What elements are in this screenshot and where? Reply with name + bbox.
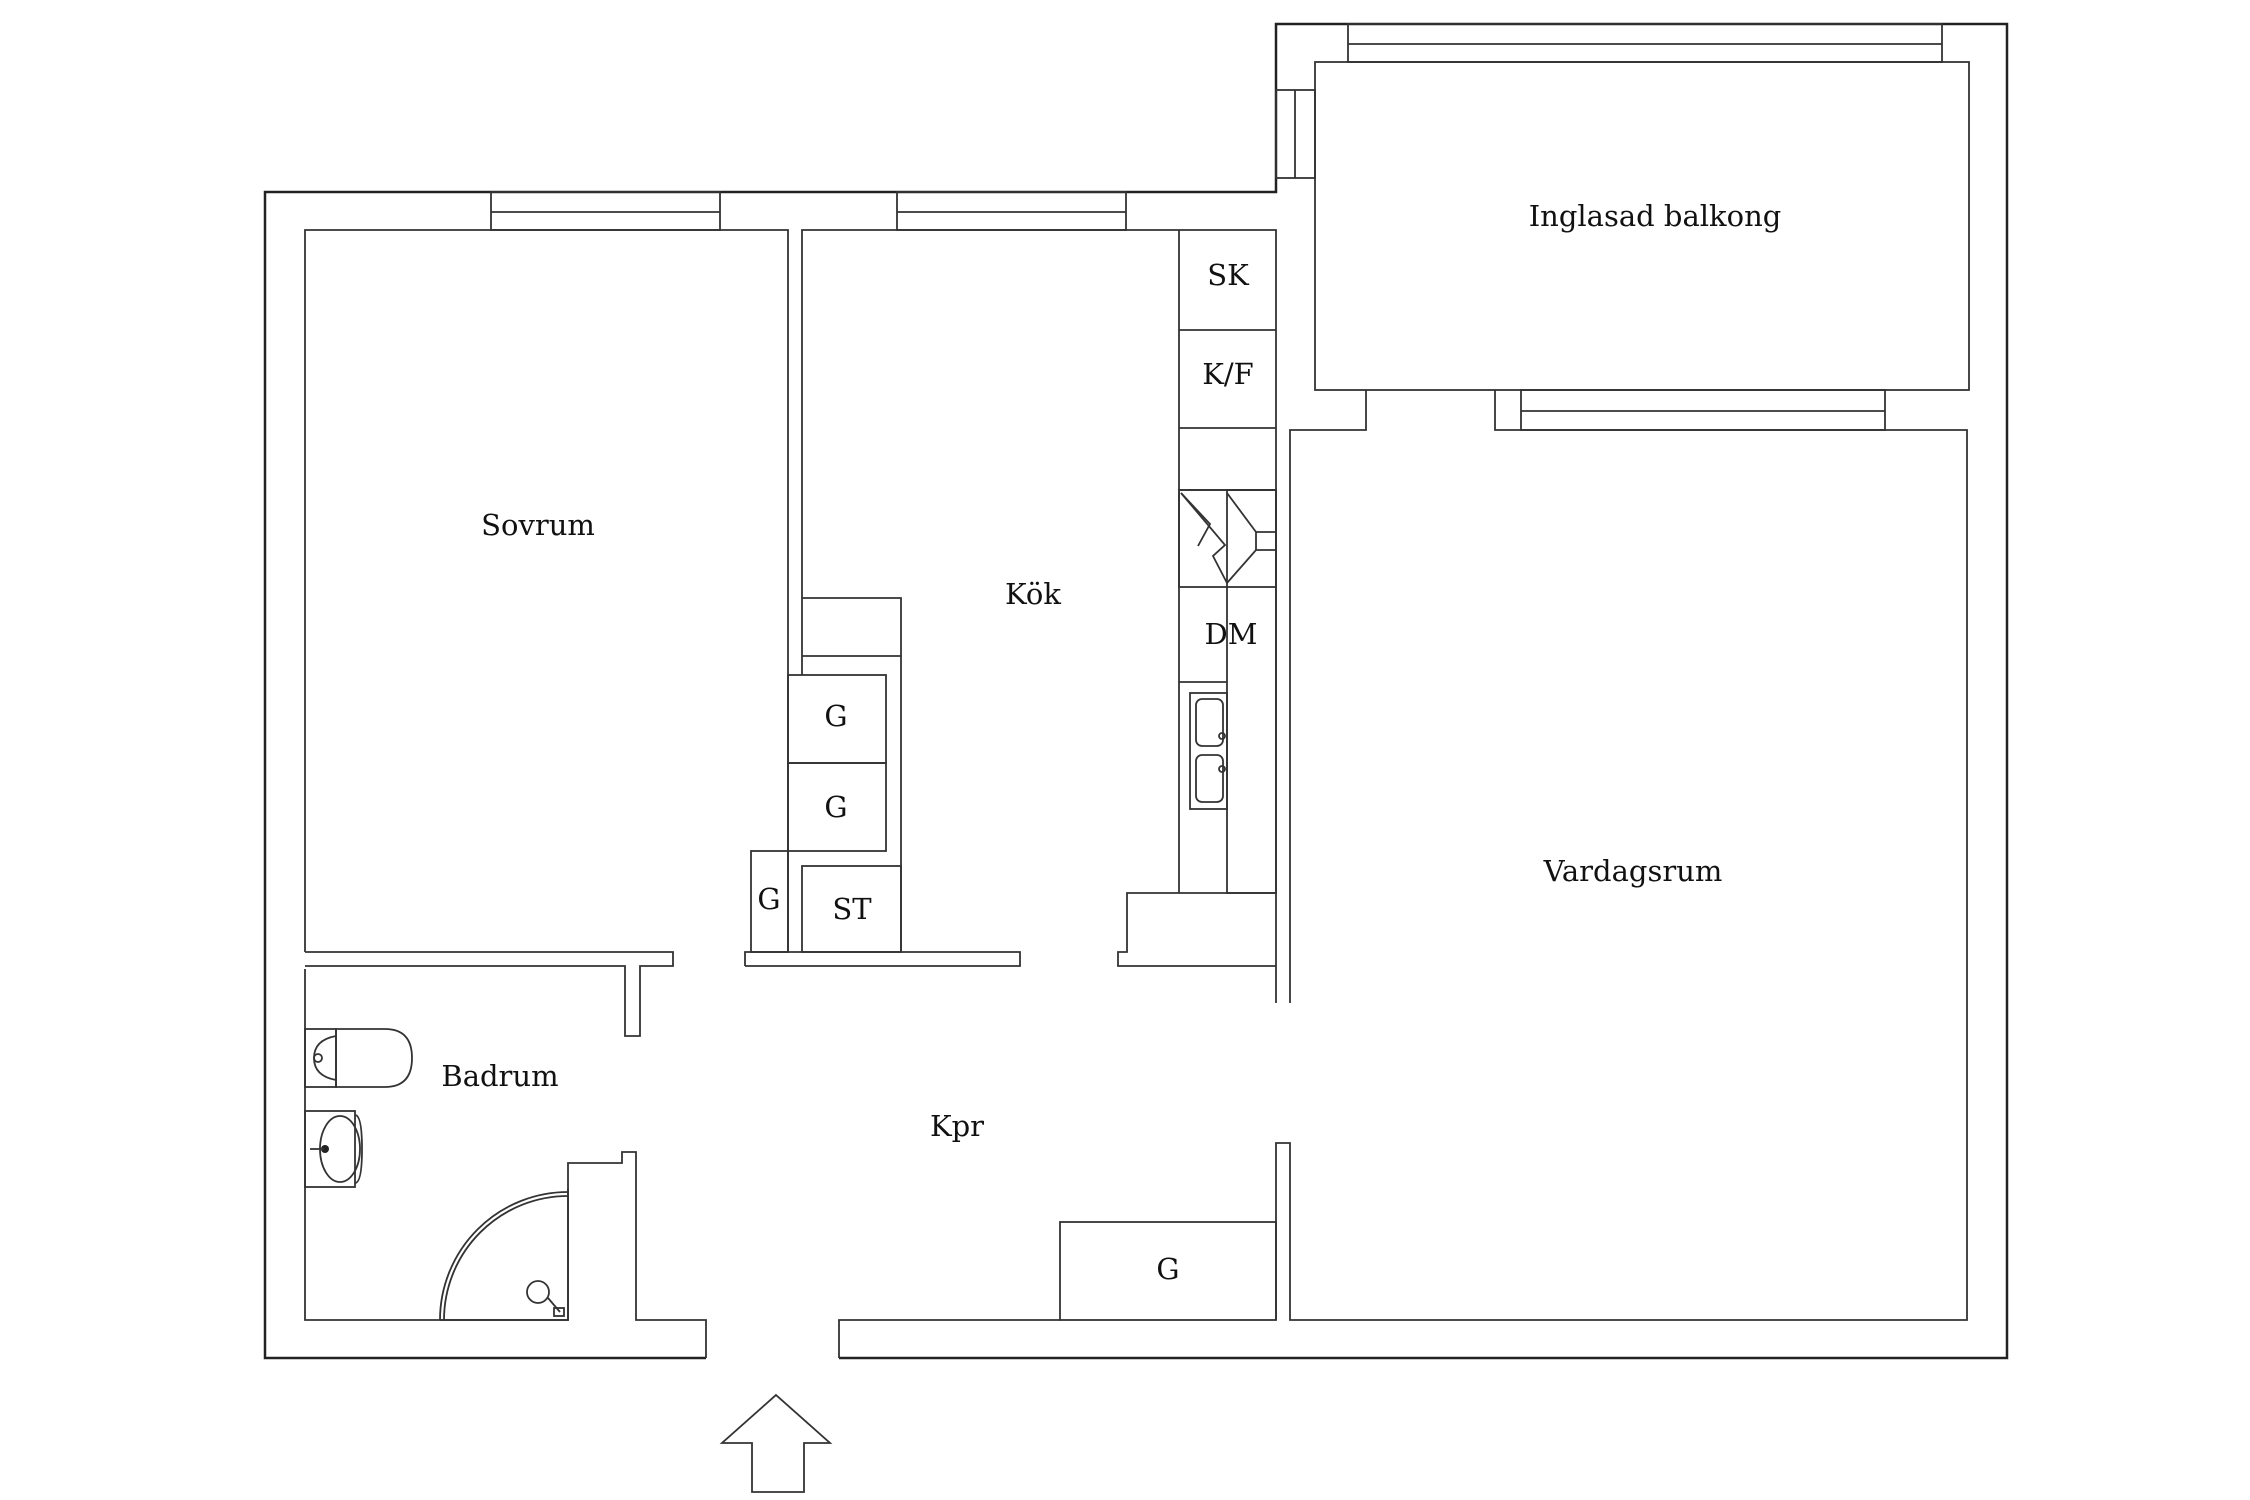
hall-wardrobe bbox=[1059, 1221, 1277, 1321]
washbasin-icon bbox=[304, 1110, 363, 1188]
bedroom-walls bbox=[304, 191, 789, 1037]
room-label-sovrum: Sovrum bbox=[481, 508, 595, 542]
hob-icon bbox=[1180, 492, 1276, 584]
fixture-label-g-small: G bbox=[757, 882, 780, 916]
fixture-label-g-hall: G bbox=[1156, 1252, 1179, 1286]
fixture-label-g-kitchen-1: G bbox=[824, 699, 847, 733]
room-label-vardagsrum: Vardagsrum bbox=[1543, 854, 1723, 888]
fixture-label-g-kitchen-2: G bbox=[824, 790, 847, 824]
fixture-label-kf: K/F bbox=[1202, 357, 1254, 391]
fixture-label-dm: DM bbox=[1205, 617, 1258, 651]
living-room-walls bbox=[1275, 389, 1968, 1321]
room-label-inglasad-balkong: Inglasad balkong bbox=[1529, 199, 1782, 233]
kitchen-walls bbox=[744, 191, 1277, 1003]
fixture-label-sk: SK bbox=[1207, 258, 1250, 292]
room-label-badrum: Badrum bbox=[441, 1059, 558, 1093]
entrance-arrow-icon bbox=[719, 1393, 833, 1493]
room-label-kpr: Kpr bbox=[930, 1109, 984, 1143]
kitchen-sink-icon bbox=[1189, 692, 1228, 810]
room-label-kok: Kök bbox=[1005, 577, 1061, 611]
toilet-icon bbox=[304, 1028, 413, 1088]
fixture-label-st: ST bbox=[832, 892, 872, 926]
shower-icon bbox=[439, 1189, 569, 1321]
